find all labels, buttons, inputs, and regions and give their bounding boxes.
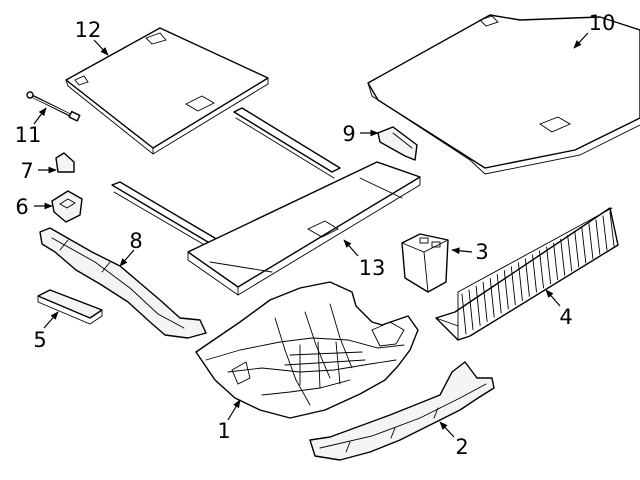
sill-rib [524,258,530,297]
part-10-load-floor [367,14,640,175]
sill-rib [546,246,552,285]
leader-10 [573,32,589,49]
callout-8: 8 [129,229,142,253]
sill-rib [461,293,467,335]
leader-4 [545,289,561,307]
sill-rib [609,211,615,247]
callout-12: 12 [75,18,102,42]
callout-7: 7 [20,159,33,183]
sill-rib [517,262,523,301]
sill-rib [553,242,559,280]
callout-5: 5 [33,328,46,352]
leader-5 [43,311,59,329]
callout-2: 2 [455,435,468,459]
part-4-ribs [461,211,615,335]
leader-8 [119,249,135,267]
callout-10: 10 [589,11,616,35]
callout-1: 1 [217,419,230,443]
sill-rib [482,281,488,322]
sill-rib [595,219,601,255]
sill-rib [574,231,580,268]
leader-1 [227,399,241,421]
part-1-floor-pan [195,281,419,419]
callout-9: 9 [342,122,355,146]
sill-rib [581,227,587,264]
sill-rib [588,223,594,260]
callout-3: 3 [475,240,488,264]
leader-2 [439,421,455,438]
sill-rib [567,234,573,272]
leader-3 [451,247,473,255]
callout-13: 13 [359,256,386,280]
part-2-crossmember [309,361,495,461]
part-8-side-trim [39,227,207,339]
leader-11 [33,107,47,125]
part-9-bracket [377,126,418,161]
sill-rib [560,238,566,276]
callout-6: 6 [15,195,28,219]
part-5-pad [37,289,103,325]
callout-4: 4 [559,305,572,329]
callout-11: 11 [15,123,42,147]
part-11-support-rod [26,91,81,122]
sill-rib [489,277,495,318]
callout-labels: 1 2 3 4 5 6 7 8 9 10 11 12 13 [15,11,616,459]
sill-rib [532,254,537,293]
part-12-cargo-panel [65,27,269,155]
sill-rib [503,270,509,310]
sill-rib [468,289,474,331]
part-13-floor-board [111,107,421,296]
sill-rib [602,215,608,251]
sill-rib [496,274,502,314]
sill-rib [475,285,481,327]
sill-rib [510,266,516,306]
leader-13 [343,239,359,257]
part-6-cup-bracket [51,190,83,223]
part-7-clip [55,152,75,173]
leader-lines [33,32,589,438]
part-3-connector [401,233,449,293]
leader-12 [93,39,109,56]
sill-rib [539,250,544,289]
